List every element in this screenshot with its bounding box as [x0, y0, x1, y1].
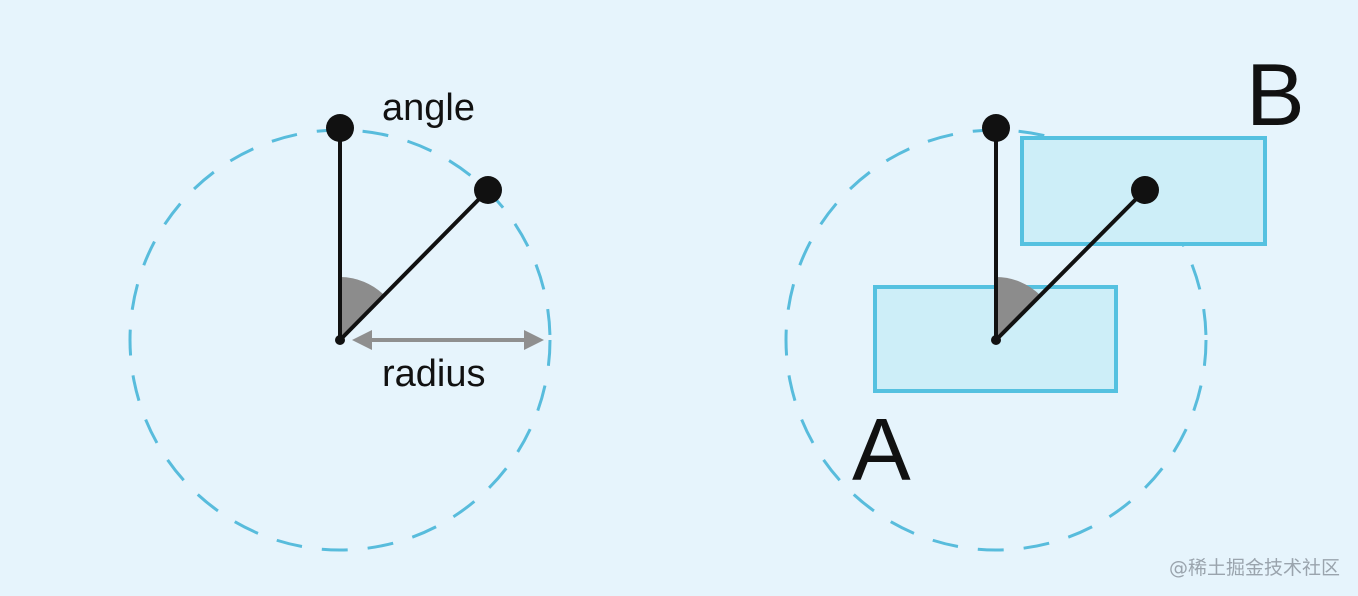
- diagonal-point-right: [1131, 176, 1159, 204]
- rect-b-label: B: [1246, 45, 1305, 144]
- diagonal-radius-line-right: [994, 188, 1147, 342]
- angle-wedge-left: [340, 277, 385, 340]
- left-diagram: angle radius: [128, 87, 552, 552]
- center-point-left: [335, 335, 345, 345]
- rect-a-label: A: [852, 400, 911, 499]
- top-point-right: [982, 114, 1010, 142]
- radius-label: radius: [382, 353, 486, 395]
- right-diagram: A B: [784, 45, 1305, 552]
- angle-wedge-right: [996, 277, 1041, 340]
- angle-label: angle: [382, 87, 475, 129]
- diagonal-radius-line-left: [338, 188, 490, 342]
- watermark-text: @稀土掘金技术社区: [1169, 557, 1340, 579]
- center-point-right: [991, 335, 1001, 345]
- diagonal-point-left: [474, 176, 502, 204]
- top-point-left: [326, 114, 354, 142]
